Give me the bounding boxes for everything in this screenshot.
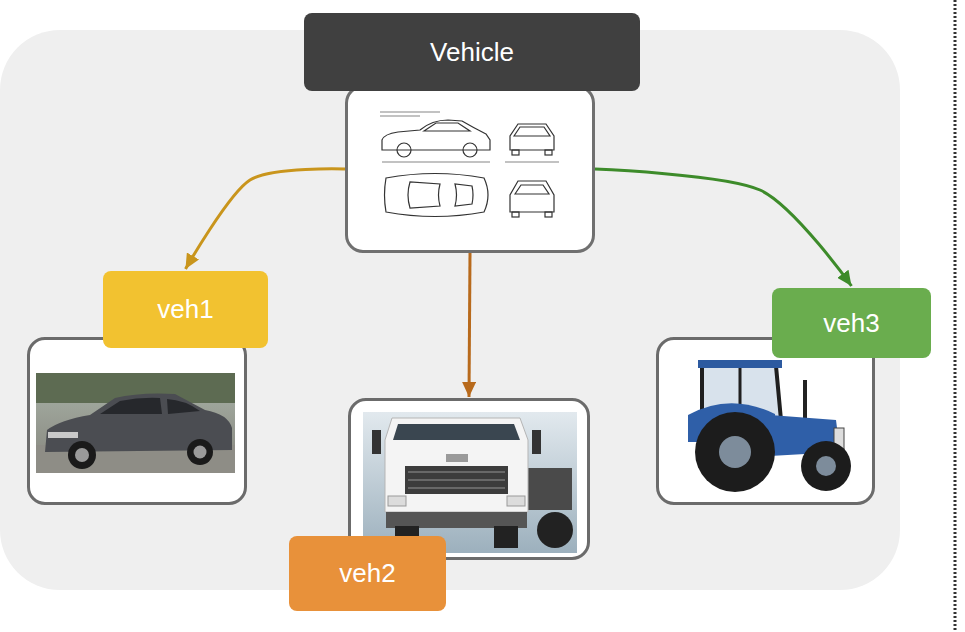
car-picture (36, 373, 235, 473)
tag-text: veh2 (339, 558, 395, 589)
box-fill (349, 399, 589, 559)
blueprint-drawing (380, 112, 559, 217)
instance-tag: veh1 (103, 271, 268, 348)
truck-picture (363, 412, 577, 553)
box-fill (657, 338, 874, 504)
title-tag: Vehicle (304, 13, 640, 91)
dotted-edge (954, 0, 957, 632)
flow-arrow (595, 169, 852, 286)
grey-panel (0, 30, 900, 590)
picture-box: veh3 (656, 337, 875, 505)
blueprint-box: Vehicle (345, 85, 595, 253)
tag-text: veh1 (157, 294, 213, 325)
instance-tag: veh2 (289, 536, 446, 611)
picture-box: veh2 (348, 398, 590, 560)
tag-text: Vehicle (430, 37, 514, 68)
instance-tag: veh3 (772, 288, 931, 358)
flow-arrow (186, 169, 346, 269)
picture-box: veh1 (27, 337, 247, 505)
box-fill (28, 338, 246, 504)
tag-text: veh3 (823, 308, 879, 339)
box-fill (346, 86, 594, 252)
tractor-picture (688, 360, 851, 492)
flow-arrow (469, 253, 470, 397)
